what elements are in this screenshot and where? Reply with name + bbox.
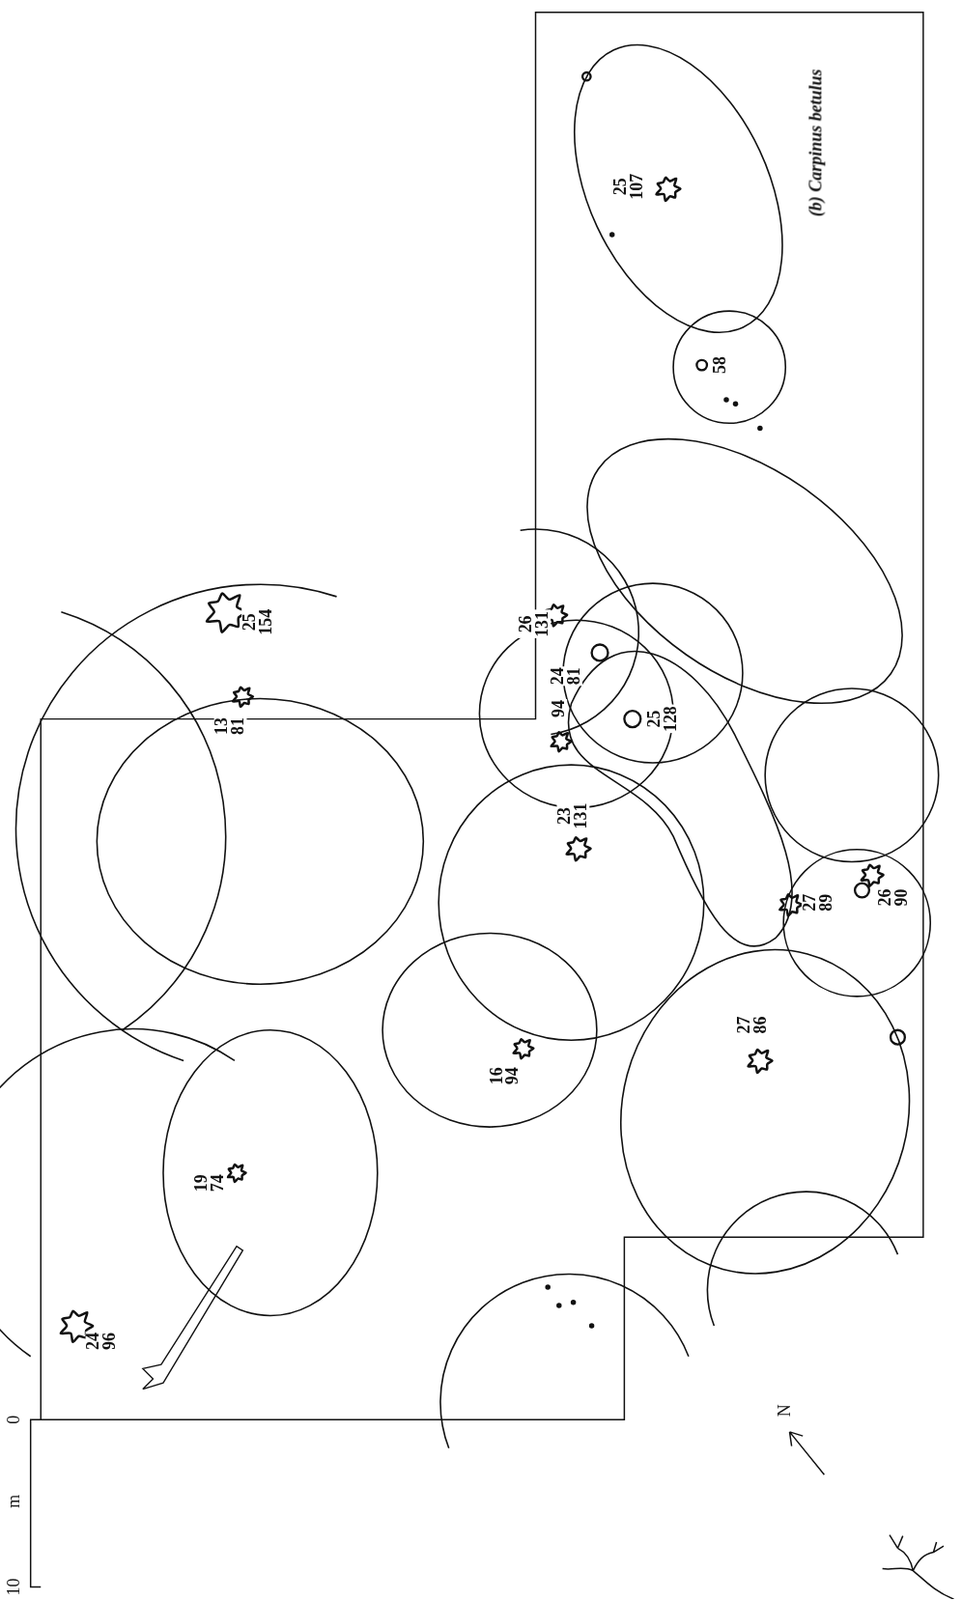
stem-circle: [890, 1030, 906, 1046]
tree-base: [566, 837, 592, 861]
fallen-stem: [142, 1246, 244, 1390]
scale-bar: [30, 1419, 42, 1587]
seedling-dot: [556, 1302, 562, 1308]
tree-base: [748, 1049, 773, 1074]
tree-label: 94: [550, 699, 567, 719]
tree-base: [227, 1164, 247, 1183]
tree-label: 25 128: [646, 705, 680, 734]
stem-circle: [623, 710, 641, 728]
tree-label: 27 86: [735, 1015, 769, 1035]
scale-label: 10: [5, 1577, 23, 1597]
seedling-dot: [589, 1323, 595, 1329]
crown-outlines: [0, 12, 950, 1449]
tree-label: 24 96: [85, 1331, 119, 1352]
tree-label: 27 89: [801, 893, 835, 913]
tree-icon: [882, 1535, 955, 1600]
tree-label: 16 94: [488, 1066, 522, 1086]
tree-base: [779, 894, 802, 916]
stem-circle: [696, 360, 708, 371]
stem-circle: [592, 645, 609, 662]
seedling-dot: [733, 401, 738, 407]
tree-label: 13 81: [214, 716, 248, 736]
seedling-dot: [609, 231, 615, 237]
seedling-dot: [757, 425, 763, 431]
seedling-dot: [544, 1284, 550, 1290]
tree-label: 26 131: [517, 610, 551, 639]
tree-base: [513, 1039, 535, 1059]
seedling-dot: [723, 396, 729, 402]
tree-base: [551, 732, 572, 752]
scale-unit: m: [5, 1494, 23, 1510]
stem-circle: [854, 883, 870, 899]
tree-base: [232, 687, 254, 708]
tree-label: 23 131: [557, 801, 591, 830]
plot-boundary: [40, 12, 924, 1421]
tree-base: [656, 177, 681, 201]
seedling-dot: [570, 1300, 576, 1305]
tree-label: 19 74: [194, 1173, 227, 1193]
figure-title: (b) Carpinus betulus: [805, 66, 826, 219]
scale-label: 0: [5, 1414, 23, 1426]
tree-label: 25 107: [613, 172, 647, 201]
north-label: N: [777, 1403, 794, 1418]
north-arrow: [789, 1432, 824, 1475]
tree-label: 25 154: [241, 608, 275, 637]
tree-label: 58: [711, 355, 729, 375]
tree-label: 24 81: [549, 666, 583, 686]
stem-circle: [582, 72, 591, 81]
tree-label: 26 90: [877, 887, 910, 907]
